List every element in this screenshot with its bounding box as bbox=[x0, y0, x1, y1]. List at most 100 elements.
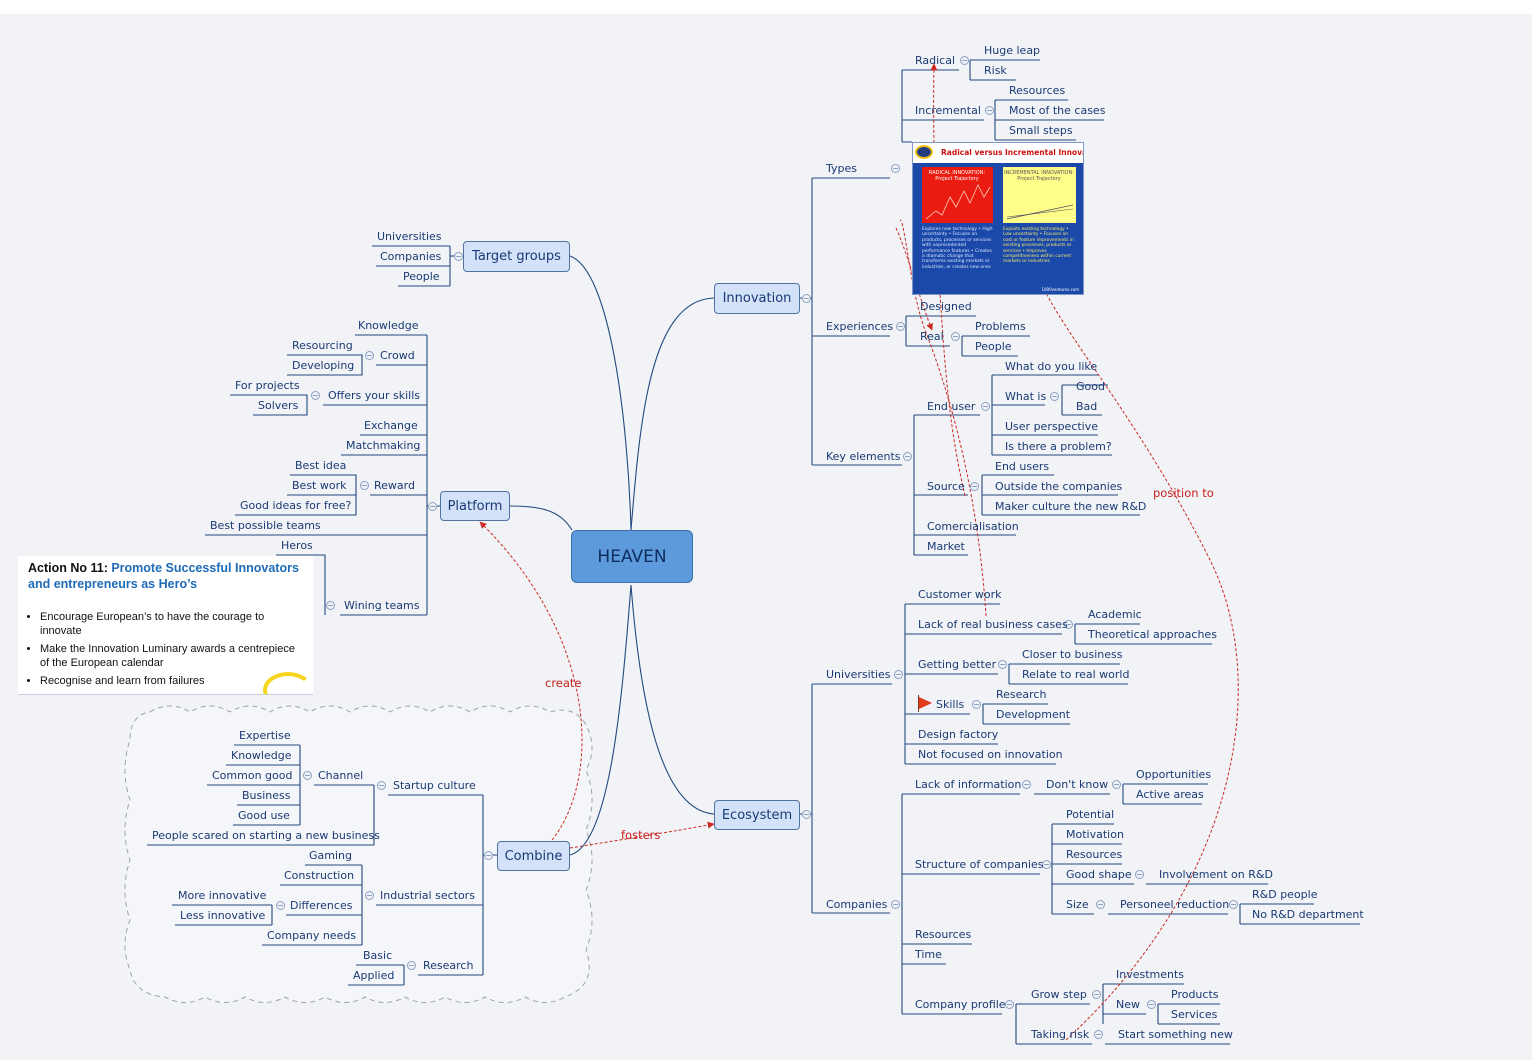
node-products[interactable]: Products bbox=[1171, 988, 1219, 1001]
node-start-new[interactable]: Start something new bbox=[1118, 1028, 1233, 1041]
node-company-profile[interactable]: Company profile bbox=[915, 998, 1006, 1011]
node-lack-cases[interactable]: Lack of real business cases bbox=[918, 618, 1068, 631]
node-closer[interactable]: Closer to business bbox=[1022, 648, 1123, 661]
node-commercialisation[interactable]: Comercialisation bbox=[927, 520, 1019, 533]
node-academic[interactable]: Academic bbox=[1088, 608, 1142, 621]
collapse-icon[interactable] bbox=[998, 660, 1007, 669]
node-wining-teams[interactable]: Wining teams bbox=[344, 599, 420, 612]
node-resources-eco[interactable]: Resources bbox=[1066, 848, 1123, 861]
node-customer-work[interactable]: Customer work bbox=[918, 588, 1002, 601]
collapse-icon[interactable] bbox=[802, 294, 811, 303]
collapse-icon[interactable] bbox=[1022, 780, 1031, 789]
node-opportunities[interactable]: Opportunities bbox=[1136, 768, 1212, 781]
node-good-ideas-free[interactable]: Good ideas for free? bbox=[240, 499, 352, 512]
collapse-icon[interactable] bbox=[1112, 780, 1121, 789]
node-structure[interactable]: Structure of companies bbox=[915, 858, 1044, 871]
node-resourcing[interactable]: Resourcing bbox=[292, 339, 353, 352]
collapse-icon[interactable] bbox=[1135, 870, 1144, 879]
node-involvement[interactable]: Involvement on R&D bbox=[1159, 868, 1273, 881]
collapse-icon[interactable] bbox=[1092, 990, 1101, 999]
node-outside-companies[interactable]: Outside the companies bbox=[995, 480, 1123, 493]
collapse-icon[interactable] bbox=[970, 482, 979, 491]
node-knowledge[interactable]: Knowledge bbox=[358, 319, 419, 332]
collapse-icon[interactable] bbox=[303, 771, 312, 780]
topic-innovation[interactable]: Innovation bbox=[714, 283, 800, 314]
node-people[interactable]: People bbox=[403, 270, 440, 283]
node-is-there-problem[interactable]: Is there a problem? bbox=[1005, 440, 1112, 453]
node-dont-know[interactable]: Don't know bbox=[1046, 778, 1109, 791]
node-types[interactable]: Types bbox=[826, 162, 857, 175]
node-active-areas[interactable]: Active areas bbox=[1136, 788, 1204, 801]
node-real[interactable]: Real bbox=[920, 330, 944, 343]
node-best-idea[interactable]: Best idea bbox=[295, 459, 347, 472]
collapse-icon[interactable] bbox=[1096, 900, 1105, 909]
node-taking-risk[interactable]: Taking risk bbox=[1031, 1028, 1090, 1041]
node-best-work[interactable]: Best work bbox=[292, 479, 347, 492]
node-personeel[interactable]: Personeel reduction bbox=[1120, 898, 1230, 911]
collapse-icon[interactable] bbox=[903, 452, 912, 461]
node-no-rd[interactable]: No R&D department bbox=[1252, 908, 1364, 921]
node-applied[interactable]: Applied bbox=[353, 969, 395, 982]
node-skills[interactable]: Skills bbox=[936, 698, 965, 711]
topic-platform[interactable]: Platform bbox=[440, 491, 510, 521]
collapse-icon[interactable] bbox=[407, 961, 416, 970]
node-lack-info[interactable]: Lack of information bbox=[915, 778, 1022, 791]
central-topic[interactable]: HEAVEN bbox=[571, 530, 693, 583]
relation-label-fosters[interactable]: fosters bbox=[621, 828, 661, 842]
node-experiences[interactable]: Experiences bbox=[826, 320, 894, 333]
node-what-do-you-like[interactable]: What do you like bbox=[1005, 360, 1098, 373]
node-end-users[interactable]: End users bbox=[995, 460, 1050, 473]
node-good-use[interactable]: Good use bbox=[238, 809, 290, 822]
collapse-icon[interactable] bbox=[1147, 1000, 1156, 1009]
node-more-innovative[interactable]: More innovative bbox=[178, 889, 267, 902]
node-common-good[interactable]: Common good bbox=[212, 769, 293, 782]
node-radical[interactable]: Radical bbox=[915, 54, 956, 67]
node-small-steps[interactable]: Small steps bbox=[1009, 124, 1073, 137]
node-services[interactable]: Services bbox=[1171, 1008, 1218, 1021]
node-rd-people[interactable]: R&D people bbox=[1252, 888, 1318, 901]
node-user-perspective[interactable]: User perspective bbox=[1005, 420, 1099, 433]
node-exchange[interactable]: Exchange bbox=[364, 419, 418, 432]
node-maker-culture[interactable]: Maker culture the new R&D bbox=[995, 500, 1147, 513]
node-investments[interactable]: Investments bbox=[1116, 968, 1185, 981]
collapse-icon[interactable] bbox=[365, 351, 374, 360]
node-resources-2[interactable]: Resources bbox=[915, 928, 972, 941]
node-design-factory[interactable]: Design factory bbox=[918, 728, 999, 741]
node-universities-eco[interactable]: Universities bbox=[826, 668, 891, 681]
node-channel[interactable]: Channel bbox=[318, 769, 364, 782]
node-good-shape[interactable]: Good shape bbox=[1066, 868, 1132, 881]
node-not-focused[interactable]: Not focused on innovation bbox=[918, 748, 1063, 761]
node-risk[interactable]: Risk bbox=[984, 64, 1007, 77]
collapse-icon[interactable] bbox=[484, 851, 493, 860]
collapse-icon[interactable] bbox=[802, 810, 811, 819]
relation-label-position-to[interactable]: position to bbox=[1153, 486, 1214, 500]
collapse-icon[interactable] bbox=[1042, 860, 1051, 869]
collapse-icon[interactable] bbox=[1229, 900, 1238, 909]
collapse-icon[interactable] bbox=[985, 106, 994, 115]
node-heros[interactable]: Heros bbox=[281, 539, 313, 552]
node-key-elements[interactable]: Key elements bbox=[826, 450, 901, 463]
collapse-icon[interactable] bbox=[972, 700, 981, 709]
collapse-icon[interactable] bbox=[276, 901, 285, 910]
collapse-icon[interactable] bbox=[326, 601, 335, 610]
node-what-is[interactable]: What is bbox=[1005, 390, 1047, 403]
node-gaming[interactable]: Gaming bbox=[309, 849, 352, 862]
node-potential[interactable]: Potential bbox=[1066, 808, 1115, 821]
node-source[interactable]: Source bbox=[927, 480, 965, 493]
node-construction[interactable]: Construction bbox=[284, 869, 355, 882]
node-development[interactable]: Development bbox=[996, 708, 1071, 721]
node-relate[interactable]: Relate to real world bbox=[1022, 668, 1130, 681]
collapse-icon[interactable] bbox=[960, 56, 969, 65]
relation-label-create[interactable]: create bbox=[545, 676, 582, 690]
node-company-needs[interactable]: Company needs bbox=[267, 929, 357, 942]
node-companies-eco[interactable]: Companies bbox=[826, 898, 888, 911]
topic-ecosystem[interactable]: Ecosystem bbox=[714, 800, 800, 830]
collapse-icon[interactable] bbox=[891, 900, 900, 909]
node-for-projects[interactable]: For projects bbox=[235, 379, 300, 392]
node-matchmaking[interactable]: Matchmaking bbox=[346, 439, 421, 452]
collapse-icon[interactable] bbox=[894, 670, 903, 679]
node-solvers[interactable]: Solvers bbox=[258, 399, 299, 412]
node-resources[interactable]: Resources bbox=[1009, 84, 1066, 97]
collapse-icon[interactable] bbox=[1094, 1030, 1103, 1039]
